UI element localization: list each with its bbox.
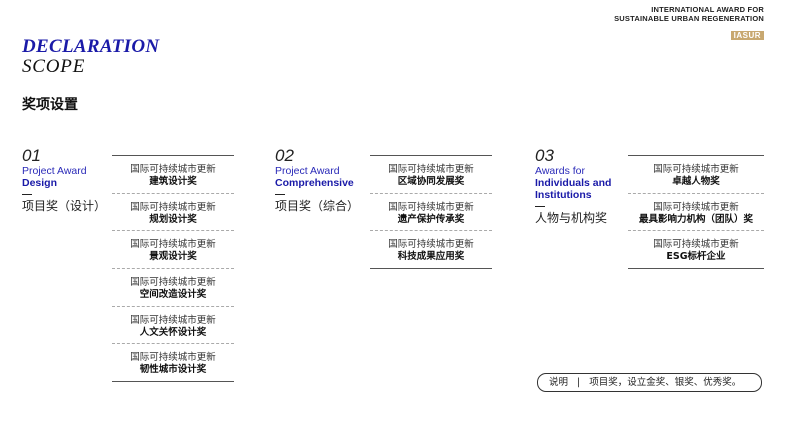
award-name: 韧性城市设计奖 bbox=[139, 364, 207, 376]
page-title-line-1: DECLARATION bbox=[22, 36, 160, 57]
page-title-line-2: SCOPE bbox=[22, 56, 86, 77]
page-subtitle: 奖项设置 bbox=[22, 97, 78, 113]
note-label: 说明 bbox=[549, 377, 569, 388]
category-comprehensive: 02 Project Award Comprehensive 项目奖（综合） bbox=[275, 147, 359, 214]
award-name: 最具影响力机构（团队）奖 bbox=[638, 213, 753, 225]
category-divider bbox=[275, 194, 285, 195]
note-separator: | bbox=[577, 377, 581, 388]
award-item: 国际可持续城市更新景观设计奖 bbox=[112, 231, 234, 270]
category-number: 02 bbox=[275, 146, 294, 165]
award-name: 卓越人物奖 bbox=[672, 176, 720, 187]
note-text: 项目奖，设立金奖、银奖、优秀奖。 bbox=[589, 377, 742, 388]
note-box: 说明 | 项目奖，设立金奖、银奖、优秀奖。 bbox=[537, 373, 762, 392]
award-item: 国际可持续城市更新人文关怀设计奖 bbox=[112, 307, 234, 345]
category-divider bbox=[22, 194, 32, 195]
award-name: 空间改造设计奖 bbox=[139, 289, 207, 301]
category-divider bbox=[535, 206, 545, 207]
award-list-design: 国际可持续城市更新建筑设计奖 国际可持续城市更新规划设计奖 国际可持续城市更新景… bbox=[112, 155, 234, 383]
award-prefix: 国际可持续城市更新 bbox=[388, 164, 474, 175]
category-en-line-1: Project Award bbox=[22, 165, 87, 177]
award-item: 国际可持续城市更新规划设计奖 bbox=[112, 194, 234, 232]
category-cn-label: 人物与机构奖 bbox=[535, 211, 608, 225]
category-individuals-institutions: 03 Awards for Individuals and Institutio… bbox=[535, 147, 611, 226]
brand-logo: INTERNATIONAL AWARD FOR SUSTAINABLE URBA… bbox=[614, 5, 764, 42]
award-name: 规划设计奖 bbox=[149, 213, 197, 225]
logo-line-1: INTERNATIONAL AWARD FOR bbox=[651, 5, 764, 14]
award-list-individuals: 国际可持续城市更新卓越人物奖 国际可持续城市更新最具影响力机构（团队）奖 国际可… bbox=[628, 155, 764, 270]
category-en-line-3: Institutions bbox=[535, 189, 592, 201]
award-name: 人文关怀设计奖 bbox=[139, 326, 207, 338]
award-prefix: 国际可持续城市更新 bbox=[388, 239, 474, 251]
category-en-line-2: Design bbox=[22, 177, 58, 189]
category-cn-label: 项目奖（综合） bbox=[275, 199, 360, 213]
award-item: 国际可持续城市更新韧性城市设计奖 bbox=[112, 344, 234, 383]
category-en-line-1: Project Award bbox=[275, 165, 340, 177]
award-prefix: 国际可持续城市更新 bbox=[130, 314, 216, 326]
award-name: 区域协同发展奖 bbox=[397, 176, 465, 187]
category-en-line-2: Comprehensive bbox=[275, 177, 354, 189]
award-prefix: 国际可持续城市更新 bbox=[388, 201, 474, 213]
award-prefix: 国际可持续城市更新 bbox=[653, 164, 739, 175]
award-prefix: 国际可持续城市更新 bbox=[130, 239, 216, 251]
category-en-line-2: Individuals and bbox=[535, 177, 612, 189]
award-name: ESG标杆企业 bbox=[666, 251, 726, 263]
category-cn-label: 项目奖（设计） bbox=[22, 199, 107, 213]
award-item: 国际可持续城市更新空间改造设计奖 bbox=[112, 269, 234, 307]
award-name: 建筑设计奖 bbox=[149, 176, 197, 187]
award-prefix: 国际可持续城市更新 bbox=[130, 164, 216, 175]
award-prefix: 国际可持续城市更新 bbox=[130, 352, 216, 364]
logo-line-2: SUSTAINABLE URBAN REGENERATION bbox=[614, 13, 764, 23]
category-number: 03 bbox=[535, 146, 554, 165]
award-list-comprehensive: 国际可持续城市更新区域协同发展奖 国际可持续城市更新遗产保护传承奖 国际可持续城… bbox=[370, 155, 492, 270]
logo-badge: IASUR bbox=[730, 31, 764, 40]
award-item: 国际可持续城市更新区域协同发展奖 bbox=[370, 156, 492, 194]
award-item: 国际可持续城市更新卓越人物奖 bbox=[628, 156, 764, 194]
award-prefix: 国际可持续城市更新 bbox=[130, 201, 216, 213]
award-prefix: 国际可持续城市更新 bbox=[653, 201, 739, 213]
award-name: 景观设计奖 bbox=[149, 251, 197, 263]
award-item: 国际可持续城市更新科技成果应用奖 bbox=[370, 231, 492, 270]
award-prefix: 国际可持续城市更新 bbox=[653, 239, 739, 251]
award-item: 国际可持续城市更新遗产保护传承奖 bbox=[370, 194, 492, 232]
award-name: 科技成果应用奖 bbox=[397, 251, 465, 263]
category-design: 01 Project Award Design 项目奖（设计） bbox=[22, 147, 106, 214]
award-item: 国际可持续城市更新最具影响力机构（团队）奖 bbox=[628, 194, 764, 232]
award-prefix: 国际可持续城市更新 bbox=[130, 277, 216, 289]
category-en-line-1: Awards for bbox=[535, 165, 585, 177]
award-name: 遗产保护传承奖 bbox=[397, 213, 465, 225]
award-item: 国际可持续城市更新建筑设计奖 bbox=[112, 156, 234, 194]
category-number: 01 bbox=[22, 146, 41, 165]
